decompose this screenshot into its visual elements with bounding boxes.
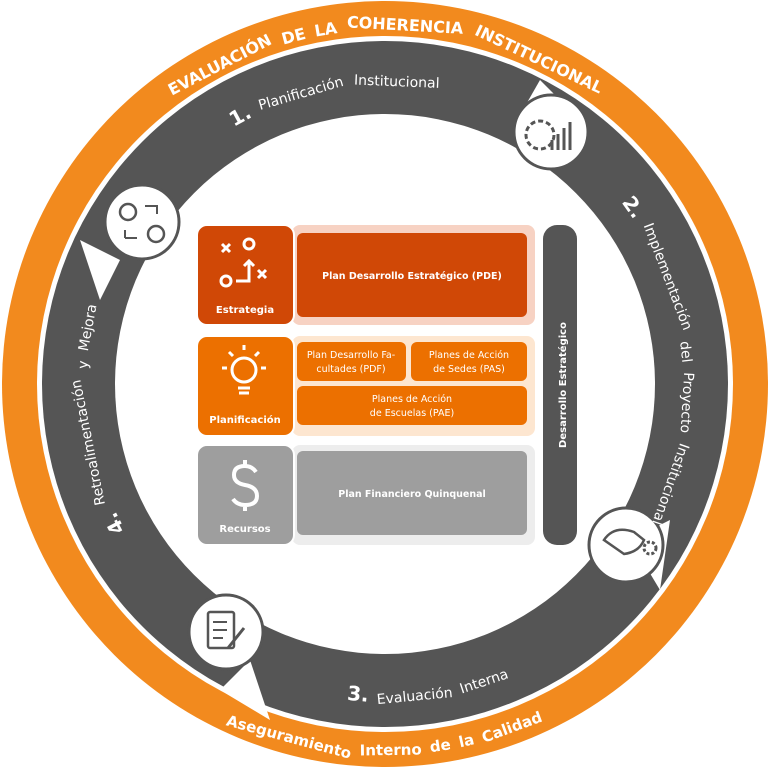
top-ring-title-word: LA [313,18,339,41]
desarrollo-estrategico-bar [543,225,577,545]
cell-pas[interactable] [411,342,527,381]
cell-pde[interactable] [297,233,527,317]
step-label-word: y [75,360,92,369]
cell-pas-line1: Planes de Acción [429,350,509,361]
side-bar-label: Desarrollo Estratégico [557,322,569,448]
strategy-icon [219,237,268,288]
row-label: Recursos [219,524,270,535]
bottom-ring-title-word: de [429,735,452,756]
lightbulb-icon [222,345,266,395]
user-exchange-icon [103,183,181,261]
bottom-ring-title-word: la [457,730,476,751]
cell-pas-line2: de Sedes (PAS) [433,364,505,375]
gear-chart-icon [512,93,590,171]
step-label-word: 3. [346,681,370,707]
row-planificacion[interactable]: Planificación Plan Desarrollo Fa- cultad… [196,335,527,437]
clipboard-checklist-icon [187,593,265,671]
hand-gear-icon [587,506,665,584]
cell-pde-text: Plan Desarrollo Estratégico (PDE) [322,271,502,282]
cell-pdf[interactable] [297,342,406,381]
cell-pdf-line2: cultades (PDF) [316,364,385,375]
cell-financiero-text: Plan Financiero Quinquenal [338,489,486,500]
row-label: Estrategia [216,305,274,316]
cell-pae[interactable] [297,386,527,425]
row-estrategia[interactable]: Estrategia Plan Desarrollo Estratégico (… [196,224,527,326]
row-label: Planificación [209,414,280,426]
cell-pae-line2: de Escuelas (PAE) [370,408,454,419]
step-label-word: Evaluación [376,685,453,708]
step-label-word: del [676,340,694,363]
cell-financiero[interactable] [297,451,527,535]
row-recursos[interactable]: Recursos Plan Financiero Quinquenal [196,444,527,546]
cell-pdf-line1: Plan Desarrollo Fa- [307,350,395,361]
step-label-word: Institucional [354,73,440,92]
step-label-word: Proyecto [677,372,697,434]
dollar-icon [231,460,260,511]
bottom-ring-title-word: Interno [360,741,422,760]
cell-pae-line1: Planes de Acción [372,394,452,405]
